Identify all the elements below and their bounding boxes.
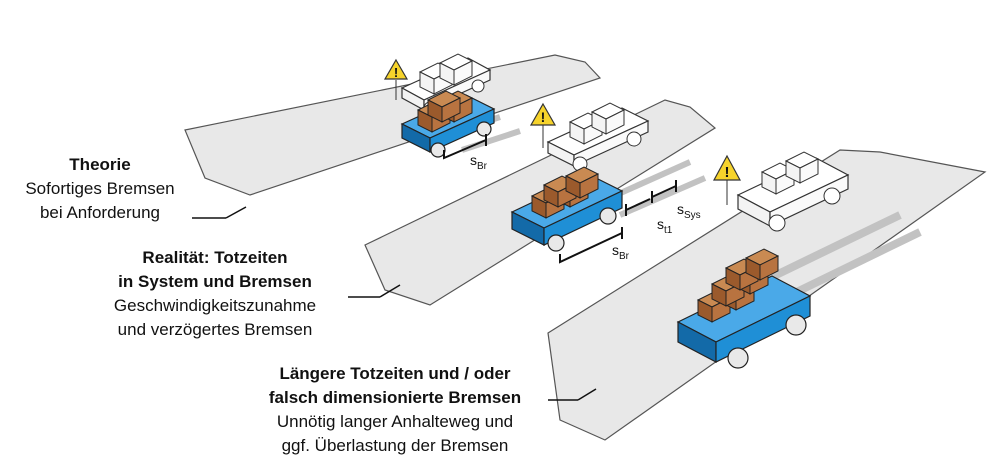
warning-triangle-icon: ! [529,102,557,148]
caption-line: und verzögertes Bremsen [117,320,313,339]
leader-line-3-diag [577,388,597,401]
warning-triangle-icon: ! [712,154,742,205]
caption-realitaet: Realität: Totzeiten in System und Bremse… [80,246,350,342]
measure-bracket-sbr-1 [443,134,487,160]
agv-vehicle-2 [510,166,624,252]
warning-triangle-icon: ! [383,58,409,100]
measure-label-sbr-2: sBr [612,242,630,262]
measure-bracket-ssys [651,180,677,203]
caption-line: Sofortiges Bremsen [25,179,175,198]
warning-symbol: ! [725,164,730,181]
caption-heading: Theorie [69,155,131,174]
caption-laengere-totzeiten: Längere Totzeiten und / oder falsch dime… [235,362,555,458]
caption-line: bei Anforderung [39,203,161,222]
warning-symbol: ! [541,109,546,125]
caption-heading: Längere Totzeiten und / oder [279,364,511,383]
measure-bracket-sbr-2 [559,227,623,264]
caption-heading: falsch dimensionierte Bremsen [268,388,522,407]
ghost-vehicle-2 [546,102,650,172]
caption-theorie: Theorie Sofortiges Bremsen bei Anforderu… [0,153,200,225]
measure-bracket-st1 [625,198,651,216]
ghost-vehicle-3 [736,151,850,232]
leader-line-2-diag [379,284,401,298]
caption-line: Geschwindigkeitszunahme [113,296,317,315]
measure-label-ssys: sSys [677,201,701,221]
warning-symbol: ! [394,65,398,80]
measure-label-st1: st1 [657,216,673,236]
caption-line: Unnötig langer Anhalteweg und [276,412,514,431]
leader-line-1-diag [225,206,247,219]
measure-label-sbr-1: sBr [470,152,488,172]
caption-heading: in System und Bremsen [118,272,312,291]
caption-heading: Realität: Totzeiten [142,248,288,267]
ghost-vehicle-1 [400,53,492,115]
agv-vehicle-3 [676,248,812,369]
agv-vehicle-1 [400,90,496,158]
caption-line: ggf. Überlastung der Bremsen [281,436,509,455]
